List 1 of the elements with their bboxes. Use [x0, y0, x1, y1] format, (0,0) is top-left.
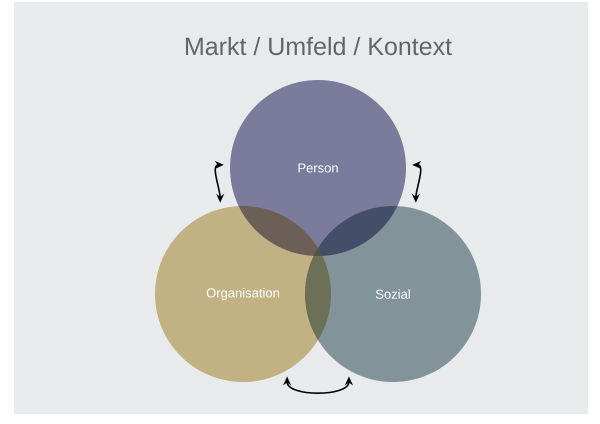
title: Markt / Umfeld / Kontext — [186, 36, 452, 56]
